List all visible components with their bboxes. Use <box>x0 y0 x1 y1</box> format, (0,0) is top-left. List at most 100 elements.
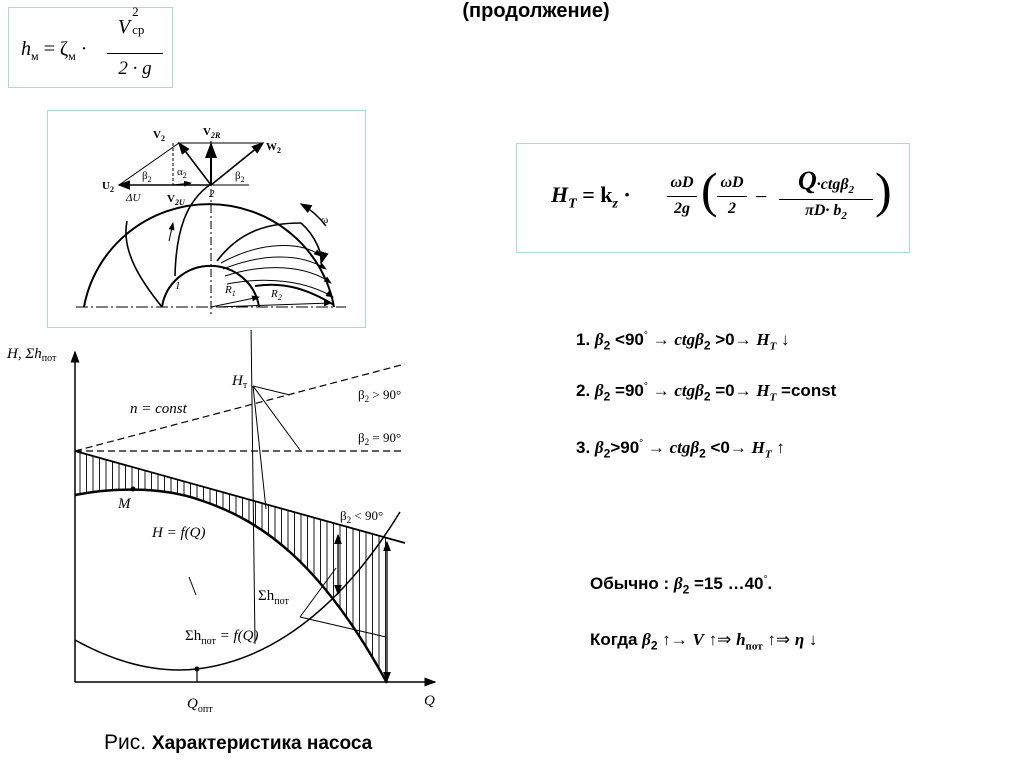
beta-gt-90-label: β2 > 90° <box>358 387 401 404</box>
rule-number: 2. <box>576 381 591 400</box>
f1-bar <box>667 196 697 197</box>
kz-sub: z <box>612 196 618 212</box>
ctg-symbol: ctgβ <box>669 438 700 457</box>
loss-hatching <box>79 452 386 681</box>
beta-symbol: β <box>642 630 651 649</box>
point-optimum <box>194 666 200 672</box>
n-const-label: n = const <box>130 401 188 417</box>
hm-denominator: 2 · g <box>118 58 152 79</box>
hm-dot: · <box>80 38 88 60</box>
condition: >90 <box>610 438 640 457</box>
trend: ↑ <box>771 438 785 457</box>
v2r-label: V2R <box>203 126 221 140</box>
rule-2: 2. β2 =90° → ctgβ2 =0→ HT =const <box>576 381 836 403</box>
b-sub: 2 <box>841 210 847 223</box>
sum-losses-curve <box>74 511 401 671</box>
beta2-outlet-label: β2 <box>235 170 245 184</box>
result: >0→ <box>710 330 757 349</box>
v-sub: ср <box>132 22 145 37</box>
f1-denominator: 2g <box>674 200 690 217</box>
open-paren: ( <box>701 162 718 218</box>
beta-sub: 2 <box>603 446 611 461</box>
ctg-sub: 2 <box>703 389 711 404</box>
ht-symbol: H <box>756 381 770 400</box>
ctg-sub: 2 <box>699 446 706 461</box>
v2-label: V2 <box>153 129 165 143</box>
when-line: Когда β2 ↑→ V ↑⇒ hпот ↑⇒ η ↓ <box>590 630 817 652</box>
hm-eq: = ζ <box>43 38 69 60</box>
usual-value: =15 …40 <box>689 574 764 593</box>
impeller-diagram-box: V2 V2R W2 U2 V2U ΔU β2 α2 β2 2 1 R1 R2 ω <box>47 110 366 328</box>
impeller-diagram: V2 V2R W2 U2 V2U ΔU β2 α2 β2 2 1 R1 R2 ω <box>76 126 346 316</box>
arrow-1: ↑→ <box>657 630 693 649</box>
sum-losses-f-q-label: Σhпот = f(Q) <box>185 628 258 647</box>
beta-sub: 2 <box>603 338 611 353</box>
usual-range-line: Обычно : β2 =15 …40°. <box>590 574 772 596</box>
ht-eq: = k <box>582 182 613 207</box>
result: <0→ <box>705 438 752 457</box>
f2-denominator: 2 <box>728 200 736 217</box>
beta-symbol: β <box>673 574 683 593</box>
result: =0→ <box>710 381 757 400</box>
head-loss-formula-box: hм = ζм · V 2 ср 2 · g <box>8 4 173 88</box>
arrow-3: ↑⇒ <box>762 630 795 649</box>
ctg-text: ·ctgβ <box>816 176 849 193</box>
pump-characteristic-diagram: H, Σhпот Q Hт n = const M H = f(Q) Σhпот… <box>6 330 437 715</box>
beta-symbol: β <box>594 330 604 349</box>
eta-symbol: η <box>794 630 805 649</box>
slide-title: (продолжение) <box>462 0 610 22</box>
beta-sub: 2 <box>682 582 690 597</box>
arrow: → <box>647 381 675 400</box>
ctg-sub: 2 <box>848 184 855 197</box>
ht-sub: T <box>769 391 777 404</box>
caption-text: Характеристика насоса <box>151 733 373 754</box>
zeta-sub: м <box>68 49 76 63</box>
rule-number: 1. <box>576 330 591 349</box>
degree: ° <box>639 438 644 450</box>
beta-symbol: β <box>594 381 604 400</box>
trend: =const <box>776 381 837 400</box>
ht-symbol: H <box>751 438 765 457</box>
v-symbol: V <box>692 630 704 649</box>
h-symbol: h <box>736 630 746 649</box>
ht-lhs: HT = kz · <box>551 182 631 212</box>
rule-number: 3. <box>576 438 595 457</box>
degree: ° <box>763 574 768 586</box>
h-f-q-curve <box>74 488 389 684</box>
fraction-bar <box>107 53 163 54</box>
beta-sub: 2 <box>650 638 658 653</box>
period: . <box>767 574 773 593</box>
arrow-4: ↓ <box>804 630 818 649</box>
ctg-symbol: ctgβ <box>674 381 704 400</box>
ht-line-beta-lt-90 <box>74 450 406 544</box>
r2-label: R2 <box>270 288 282 302</box>
figure-caption: Рис. Характеристика насоса <box>104 731 372 755</box>
minus-sign: − <box>755 184 768 209</box>
degree: ° <box>643 381 648 393</box>
arrow-2: ↑⇒ <box>703 630 737 649</box>
y-axis-label: H, Σhпот <box>6 346 57 364</box>
h-sub: пот <box>745 640 763 653</box>
head-loss-formula: hм = ζм · <box>21 38 87 64</box>
ht-sub: T <box>764 448 772 461</box>
hm-sub: м <box>31 49 39 63</box>
f3-denominator: πD· b2 <box>775 202 877 222</box>
beta-symbol: β <box>594 438 604 457</box>
usually-label: Обычно : <box>590 574 674 593</box>
omega-label: ω <box>321 214 328 226</box>
beta-eq-90-label: β2 = 90° <box>358 430 401 447</box>
v2u-label: V2U <box>167 193 186 207</box>
ht-symbol: H <box>756 330 770 349</box>
sum-losses-label: Σhпот <box>258 588 289 607</box>
alpha2-label: α2 <box>177 166 187 180</box>
ctg-symbol: ctgβ <box>674 330 704 349</box>
r1-label: R1 <box>224 284 236 298</box>
f1-numerator: ωD <box>670 174 694 191</box>
x-axis-label: Q <box>424 693 435 709</box>
f2-bar <box>717 196 747 197</box>
close-paren: ) <box>875 162 892 218</box>
theoretical-head-formula-box: HT = kz · ωD 2g ( ωD 2 − Q·ctgβ2 πD· b2 … <box>516 143 910 253</box>
point-1-label: 1 <box>175 280 181 292</box>
q-symbol: Q <box>797 166 817 195</box>
caption-prefix: Рис. <box>104 731 152 754</box>
